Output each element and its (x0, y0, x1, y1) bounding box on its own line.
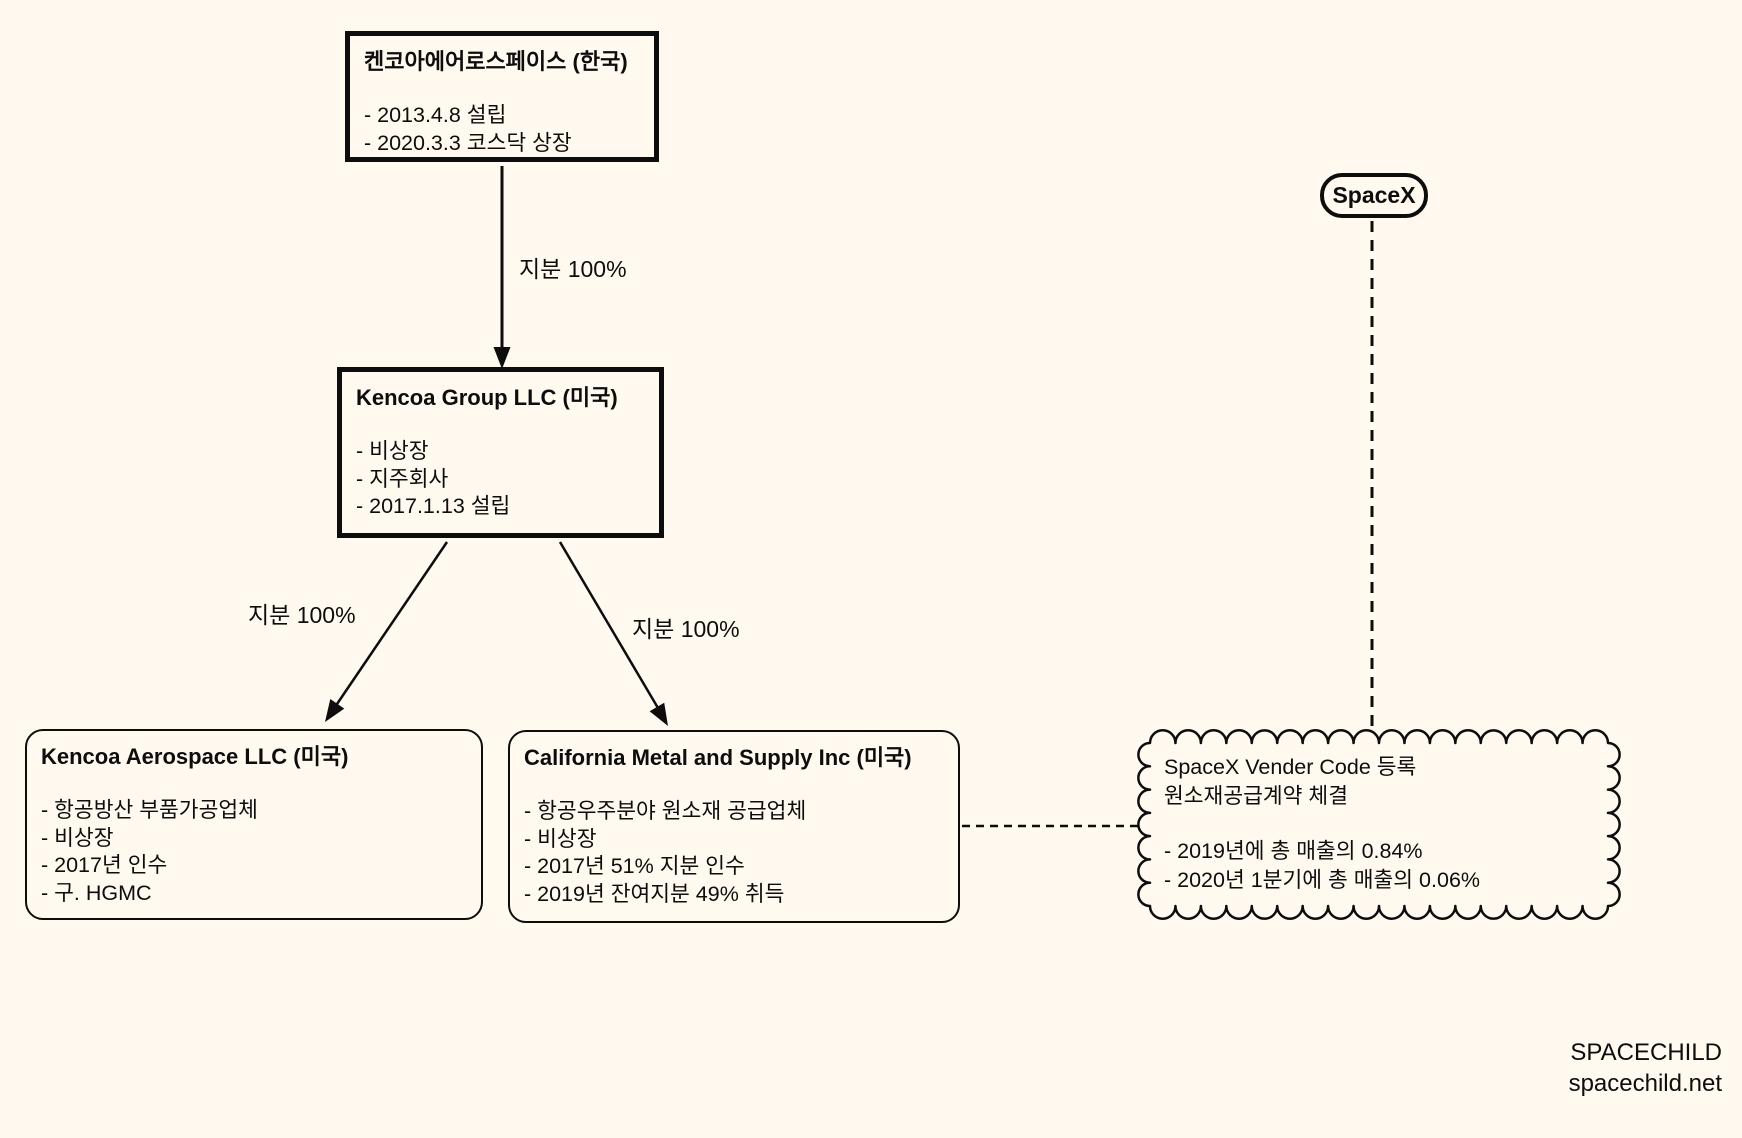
node-details: - 항공우주분야 원소재 공급업체 - 비상장 - 2017년 51% 지분 인… (524, 798, 944, 908)
node-details: - 비상장 - 지주회사 - 2017.1.13 설립 (356, 438, 645, 521)
node-kencoa-korea: 켄코아에어로스페이스 (한국) - 2013.4.8 설립 - 2020.3.3… (345, 31, 659, 162)
cloud-callout-spacex-note: SpaceX Vender Code 등록 원소재공급계약 체결 - 2019년… (1138, 731, 1620, 918)
footer-brand: SPACECHILD (1570, 1039, 1722, 1066)
detail-line: - 구. HGMC (41, 880, 152, 905)
ownership-arrow-group-to-aero (325, 541, 449, 722)
detail-line: - 지주회사 (356, 466, 449, 491)
node-kencoa-aerospace: Kencoa Aerospace LLC (미국) - 항공방산 부품가공업체 … (25, 729, 483, 920)
node-title: Kencoa Aerospace LLC (미국) (41, 744, 349, 769)
detail-line: - 2017.1.13 설립 (356, 494, 511, 518)
edge-label-ownership-right: 지분 100% (632, 616, 740, 642)
node-title: SpaceX (1332, 182, 1416, 208)
detail-line: - 비상장 (524, 826, 597, 851)
node-kencoa-group: Kencoa Group LLC (미국) - 비상장 - 지주회사 - 201… (337, 367, 664, 538)
node-details: - 2013.4.8 설립 - 2020.3.3 코스닥 상장 (364, 102, 640, 157)
detail-line: - 비상장 (41, 825, 114, 850)
edge-label-ownership-top: 지분 100% (519, 256, 627, 282)
detail-line: - 항공우주분야 원소재 공급업체 (524, 799, 807, 823)
node-spacex: SpaceX (1320, 173, 1428, 218)
note-line: SpaceX Vender Code 등록 (1164, 755, 1417, 779)
detail-line: - 항공방산 부품가공업체 (41, 798, 258, 822)
node-details: - 항공방산 부품가공업체 - 비상장 - 2017년 인수 - 구. HGMC (41, 797, 467, 907)
footer-url: spacechild.net (1568, 1070, 1722, 1097)
cloud-callout-border (1137, 729, 1621, 920)
detail-line: - 2019년에 총 매출의 0.84% (1164, 839, 1423, 863)
detail-line: - 2017년 51% 지분 인수 (524, 854, 745, 878)
detail-line: - 2019년 잔여지분 49% 취득 (524, 881, 785, 906)
detail-line: - 비상장 (356, 439, 429, 463)
detail-line: - 2020.3.3 코스닥 상장 (364, 130, 572, 155)
note-headlines: SpaceX Vender Code 등록 원소재공급계약 체결 (1164, 753, 1594, 811)
ownership-arrow-group-to-cal (558, 541, 668, 726)
edge-label-ownership-left: 지분 100% (248, 602, 356, 628)
note-details: - 2019년에 총 매출의 0.84% - 2020년 1분기에 총 매출의 … (1164, 837, 1594, 895)
ownership-arrow-kr-to-group (493, 166, 511, 369)
note-line: 원소재공급계약 체결 (1164, 784, 1348, 808)
node-title: California Metal and Supply Inc (미국) (524, 745, 912, 770)
detail-line: - 2020년 1분기에 총 매출의 0.06% (1164, 868, 1481, 892)
node-title: 켄코아에어로스페이스 (한국) (364, 49, 628, 74)
detail-line: - 2017년 인수 (41, 853, 168, 877)
detail-line: - 2013.4.8 설립 (364, 103, 507, 127)
node-california-metal: California Metal and Supply Inc (미국) - 항… (508, 730, 960, 923)
node-title: Kencoa Group LLC (미국) (356, 385, 618, 410)
footer-credit: SPACECHILD spacechild.net (1569, 1037, 1722, 1099)
